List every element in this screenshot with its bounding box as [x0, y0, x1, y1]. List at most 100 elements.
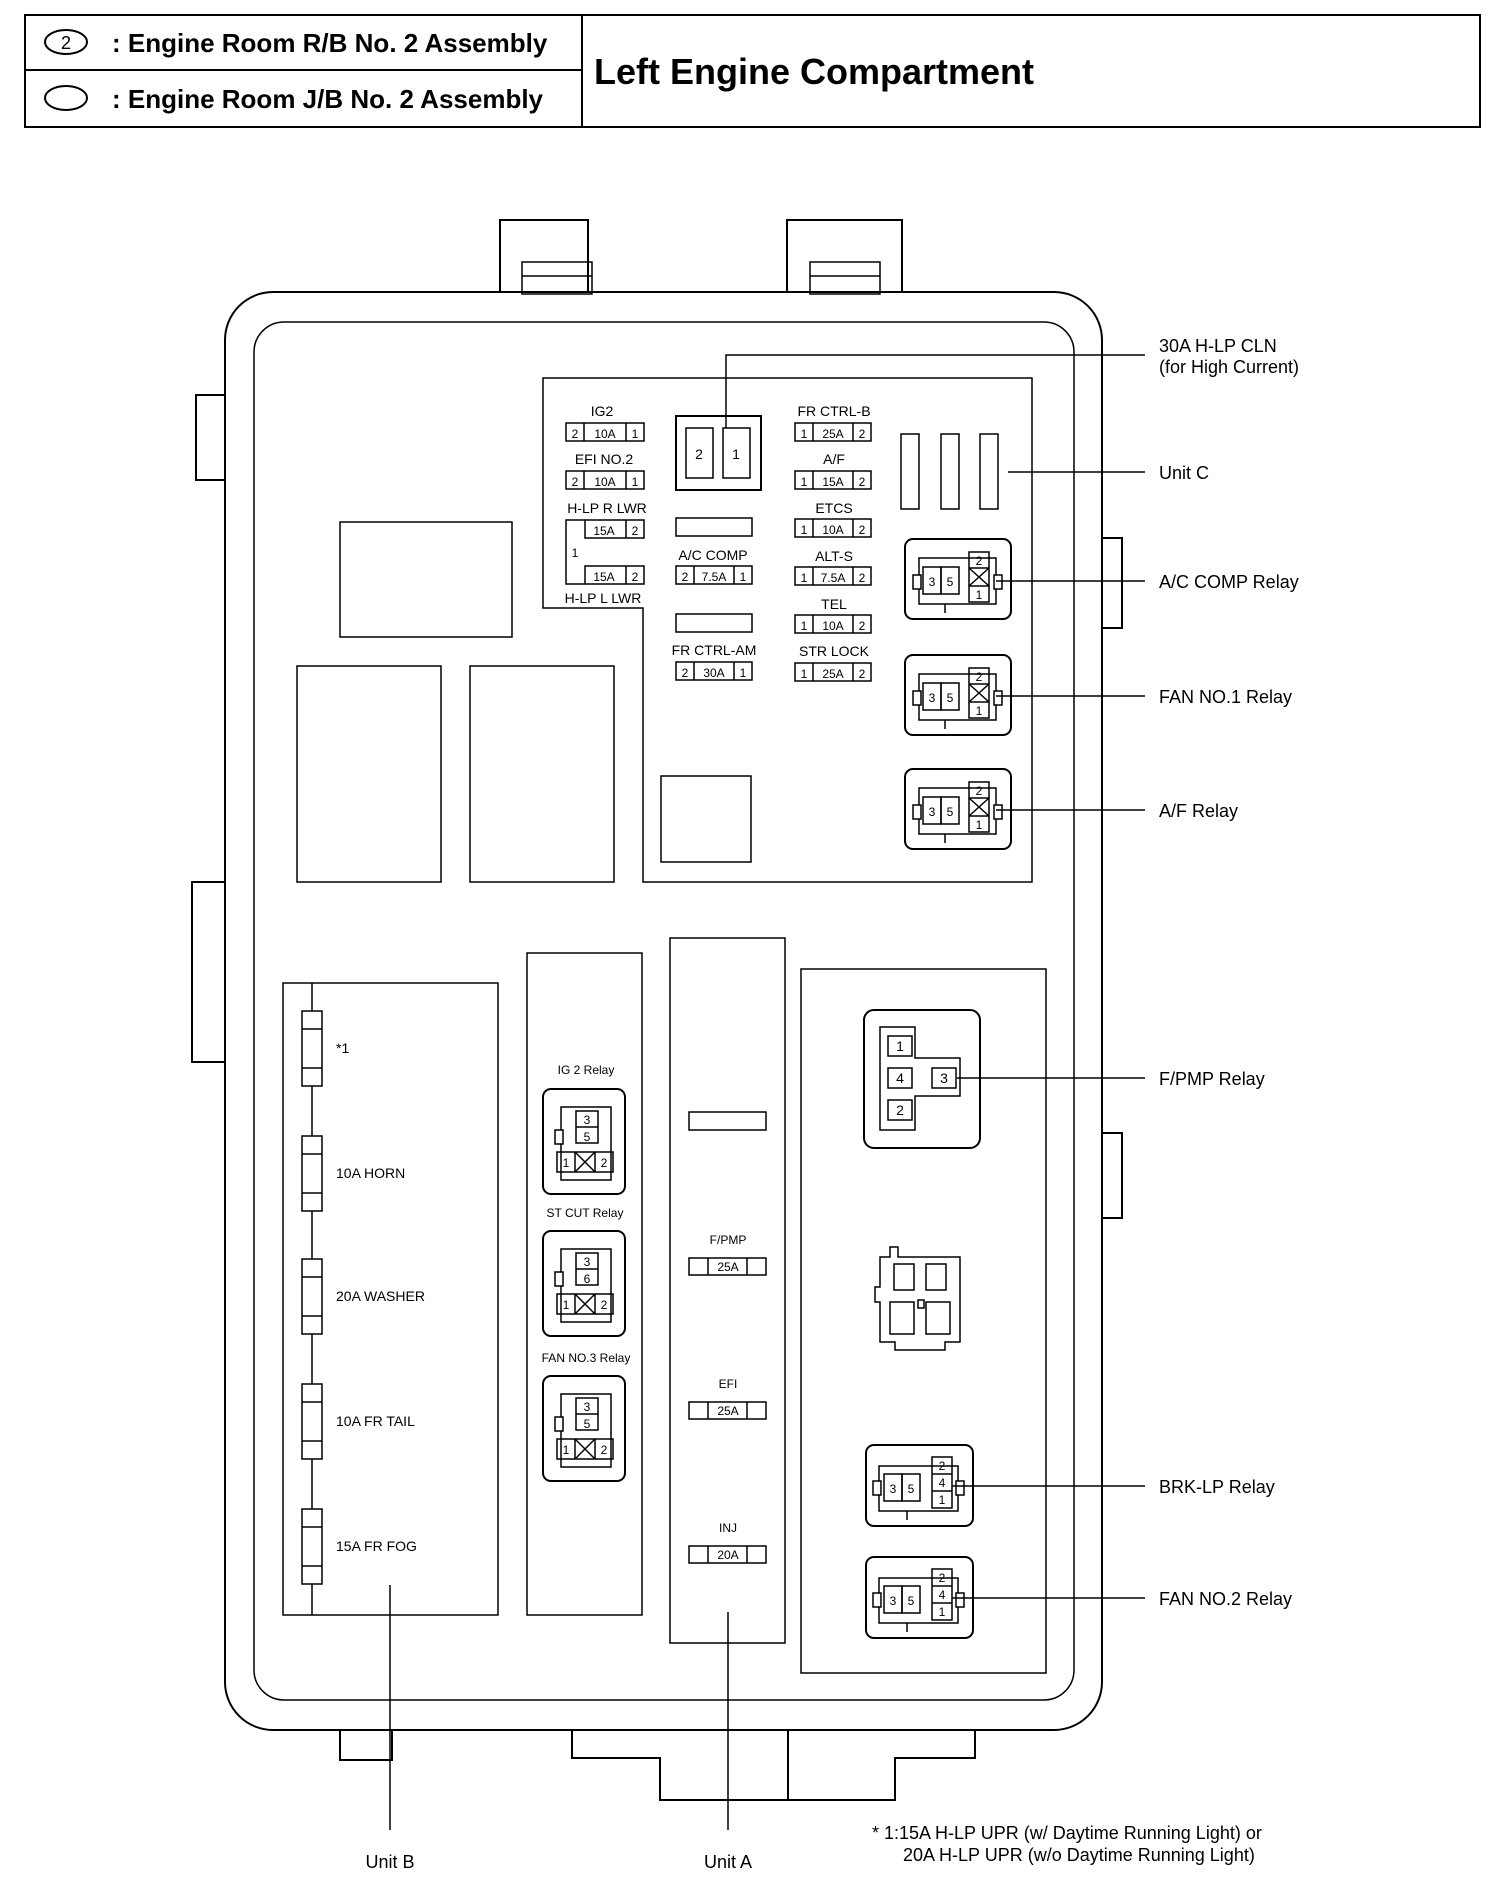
fuse-af: 1 15A 2: [794, 470, 872, 490]
unit-b-fuse-horn: 10A HORN: [301, 1135, 405, 1212]
ac-comp-relay: 3 5 2 1: [904, 538, 1012, 620]
fan-no2-relay: 3 5 2 4 1: [865, 1556, 974, 1639]
svg-text:6: 6: [584, 1272, 591, 1286]
unit-a: F/PMP 25A EFI 25A INJ 20A: [669, 937, 786, 1644]
svg-text:2: 2: [859, 571, 866, 585]
svg-text:10A: 10A: [822, 619, 843, 633]
svg-text:2: 2: [859, 619, 866, 633]
svg-text:2: 2: [682, 666, 689, 680]
unit-c: [900, 433, 999, 510]
svg-text:2: 2: [601, 1298, 608, 1312]
fuse-tel: 1 10A 2: [794, 614, 872, 634]
right-relay-panel: 1 4 3 2 3 5 2 4 1: [800, 968, 1047, 1674]
callout-unit-b: Unit B: [365, 1852, 414, 1872]
upper-fuse-panel: IG2 2 10A 1 EFI NO.2 2 10A 1 H-LP R LWR …: [542, 377, 1033, 883]
svg-text:2: 2: [976, 670, 983, 684]
box-outline: [191, 219, 1123, 1801]
fan-no1-relay: 3 5 2 1: [904, 654, 1012, 736]
brk-lp-relay: 3 5 2 4 1: [865, 1444, 974, 1527]
jb-legend: : Engine Room J/B No. 2 Assembly: [112, 84, 544, 114]
unit-a-fuse-efi: 25A: [688, 1401, 767, 1420]
svg-text:10A FR TAIL: 10A FR TAIL: [336, 1413, 415, 1429]
svg-text:2: 2: [632, 570, 639, 584]
svg-text:1: 1: [563, 1156, 570, 1170]
svg-text:15A FR FOG: 15A FR FOG: [336, 1538, 417, 1554]
fuse-hlp-l-lwr-label: H-LP L LWR: [565, 590, 642, 606]
jb-symbol-icon: [44, 85, 88, 111]
svg-text:5: 5: [584, 1417, 591, 1431]
fuse-fr-ctrl-am-label: FR CTRL-AM: [672, 642, 757, 658]
callout-hlp-cln: 30A H-LP CLN: [1159, 336, 1277, 356]
svg-text:2: 2: [859, 427, 866, 441]
footnote-line-1: * 1:15A H-LP UPR (w/ Daytime Running Lig…: [872, 1823, 1262, 1843]
fuse-hlp-cln: 2 1: [675, 415, 762, 491]
svg-text:2: 2: [859, 523, 866, 537]
svg-text:4: 4: [896, 1070, 904, 1086]
svg-text:1: 1: [563, 1298, 570, 1312]
svg-text:5: 5: [908, 1482, 915, 1496]
unit-b-fuse-washer: 20A WASHER: [301, 1258, 425, 1335]
svg-text:2: 2: [61, 33, 71, 53]
block-left-b: [469, 665, 615, 883]
svg-text:2: 2: [859, 667, 866, 681]
unit-b-fuse-fr-tail: 10A FR TAIL: [301, 1383, 415, 1460]
svg-text:30A: 30A: [703, 666, 724, 680]
svg-text:15A: 15A: [822, 475, 843, 489]
callout-hlp-cln-note: (for High Current): [1159, 357, 1299, 377]
fuse-ig2: 2 10A 1: [565, 422, 645, 442]
st-cut-relay: 3 6 1 2: [542, 1230, 626, 1337]
fuse-af-label: A/F: [823, 451, 845, 467]
svg-text:2: 2: [939, 1571, 946, 1585]
fuse-ac-comp-label: A/C COMP: [678, 547, 747, 563]
svg-text:2: 2: [976, 784, 983, 798]
svg-text:2: 2: [601, 1156, 608, 1170]
svg-text:2: 2: [682, 570, 689, 584]
svg-text:2: 2: [939, 1459, 946, 1473]
svg-text:5: 5: [947, 691, 954, 705]
middle-relay-panel: IG 2 Relay 3 5 1 2 ST CUT Relay: [526, 952, 643, 1616]
fuse-str-lock: 1 25A 2: [794, 662, 872, 682]
svg-text:4: 4: [939, 1476, 946, 1490]
svg-text:10A HORN: 10A HORN: [336, 1165, 405, 1181]
unit-a-fuse-inj-label: INJ: [719, 1521, 737, 1535]
svg-text:25A: 25A: [717, 1404, 738, 1418]
fuse-fr-ctrl-b-label: FR CTRL-B: [797, 403, 870, 419]
svg-text:25A: 25A: [822, 667, 843, 681]
fpmp-relay: 1 4 3 2: [863, 1009, 981, 1149]
fuse-alt-s: 1 7.5A 2: [794, 566, 872, 586]
svg-text:1: 1: [976, 818, 983, 832]
callout-unit-c: Unit C: [1159, 463, 1209, 483]
callout-brk-lp-relay: BRK-LP Relay: [1159, 1477, 1275, 1497]
leader-lines: [389, 354, 1145, 1830]
svg-text:1: 1: [632, 475, 639, 489]
svg-text:1: 1: [801, 475, 808, 489]
svg-text:*1: *1: [336, 1040, 349, 1056]
callout-fan-no1-relay: FAN NO.1 Relay: [1159, 687, 1292, 707]
svg-text:20A WASHER: 20A WASHER: [336, 1288, 425, 1304]
callout-unit-a: Unit A: [704, 1852, 752, 1872]
svg-text:1: 1: [632, 427, 639, 441]
callout-ac-comp-relay: A/C COMP Relay: [1159, 572, 1299, 592]
unit-a-fuse-efi-label: EFI: [719, 1377, 738, 1391]
svg-text:3: 3: [584, 1255, 591, 1269]
header-table: 2 : Engine Room R/B No. 2 Assembly : Eng…: [24, 14, 1481, 128]
svg-text:1: 1: [732, 446, 740, 462]
svg-text:10A: 10A: [822, 523, 843, 537]
fuse-slot-empty-1: [675, 517, 753, 537]
svg-text:3: 3: [584, 1113, 591, 1127]
af-relay: 3 5 2 1: [904, 768, 1012, 850]
unit-b: *1 10A HORN 20A WASHER 10A FR TAIL 15A F…: [282, 982, 499, 1616]
svg-text:3: 3: [929, 575, 936, 589]
svg-text:1: 1: [563, 1443, 570, 1457]
callout-fpmp-relay: F/PMP Relay: [1159, 1069, 1265, 1089]
svg-text:5: 5: [947, 805, 954, 819]
relay-socket-empty: [874, 1246, 961, 1351]
svg-text:2: 2: [896, 1102, 904, 1118]
svg-text:2: 2: [695, 446, 703, 462]
fuse-ig2-label: IG2: [591, 403, 614, 419]
svg-text:1: 1: [740, 570, 747, 584]
svg-text:1: 1: [939, 1605, 946, 1619]
svg-text:1: 1: [740, 666, 747, 680]
svg-text:1: 1: [801, 523, 808, 537]
